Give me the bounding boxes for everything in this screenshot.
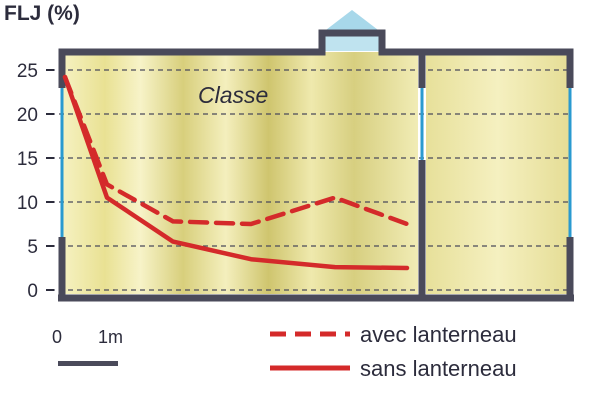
series-line-avec-lanterneau <box>62 74 410 227</box>
skylight-opening <box>322 33 382 51</box>
y-axis-title: FLJ (%) <box>4 2 80 25</box>
y-tick-label-25: 25 <box>17 61 38 82</box>
skylight-roof <box>322 10 382 33</box>
series-line-sans-lanterneau <box>62 74 410 271</box>
y-tick-label-15: 15 <box>17 149 38 170</box>
adjacent-room-background <box>426 52 570 294</box>
building-walls <box>58 29 574 302</box>
y-tick-label-0: 0 <box>27 281 38 302</box>
scale-bar-line <box>58 361 118 366</box>
y-tick-label-5: 5 <box>27 237 38 258</box>
scale-end-label: 1m <box>98 327 123 347</box>
legend-label-avec: avec lanterneau <box>360 322 517 347</box>
grid-lines <box>50 69 570 291</box>
y-tick-label-20: 20 <box>17 105 38 126</box>
scale-start-label: 0 <box>52 327 62 347</box>
windows <box>60 88 572 237</box>
y-axis-ticks: 0 5 10 15 20 25 <box>17 61 54 302</box>
series-lines <box>62 74 410 271</box>
room-label: Classe <box>198 82 268 108</box>
scale-bar: 0 1m <box>52 327 123 366</box>
y-tick-label-10: 10 <box>17 193 38 214</box>
legend: avec lanterneau sans lanterneau <box>270 322 517 381</box>
legend-label-sans: sans lanterneau <box>360 356 517 381</box>
classroom-background <box>62 52 418 294</box>
